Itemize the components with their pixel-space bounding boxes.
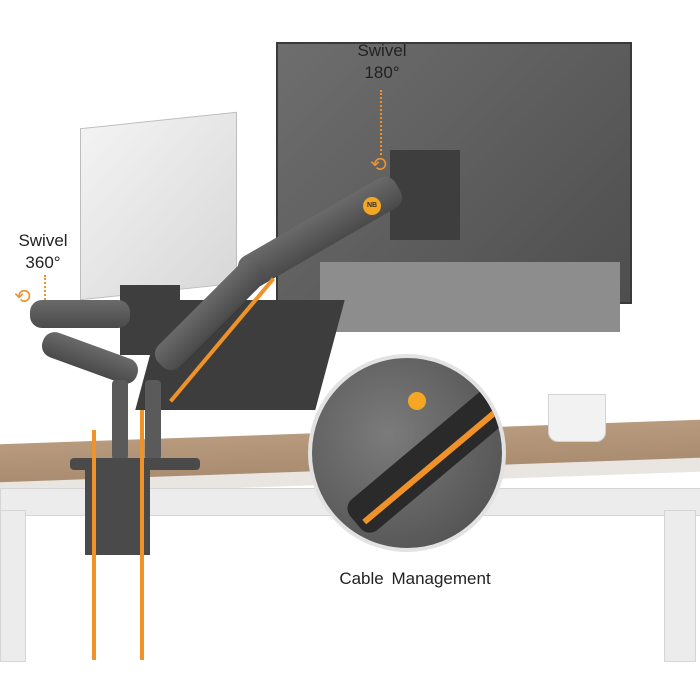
- swivel-360-angle: 360°: [25, 253, 61, 272]
- cable-left: [92, 430, 96, 660]
- rotation-arrow-icon: ⟲: [370, 154, 387, 176]
- coffee-mug: [548, 394, 606, 442]
- laptop-screen: [80, 111, 237, 301]
- brand-logo-zoom-icon: [408, 392, 426, 410]
- swivel-180-label: Swivel 180°: [345, 40, 419, 84]
- swivel-360-title: Swivel: [18, 231, 68, 250]
- mount-pole-right: [145, 380, 161, 460]
- swivel-180-angle: 180°: [364, 63, 400, 82]
- rotation-arrow-icon: ⟲: [14, 286, 31, 308]
- swivel-axis-left: [44, 275, 46, 300]
- desk-leg-left: [0, 510, 26, 662]
- brand-logo-icon: NB: [363, 197, 381, 215]
- monitor-base: [320, 262, 620, 332]
- cable-in-channel: [362, 397, 502, 525]
- swivel-axis-top: [380, 90, 382, 155]
- laptop-upper-arm: [30, 300, 130, 328]
- cable-management-label: Cable Management: [339, 569, 491, 588]
- desk-leg-right: [664, 510, 696, 662]
- brand-badge-text: NB: [366, 202, 378, 209]
- cable-management-zoom: [308, 354, 506, 552]
- swivel-360-label: Swivel 360°: [6, 230, 80, 274]
- cable-right: [140, 410, 144, 660]
- swivel-180-title: Swivel: [357, 41, 407, 60]
- mount-pole-left: [112, 380, 128, 460]
